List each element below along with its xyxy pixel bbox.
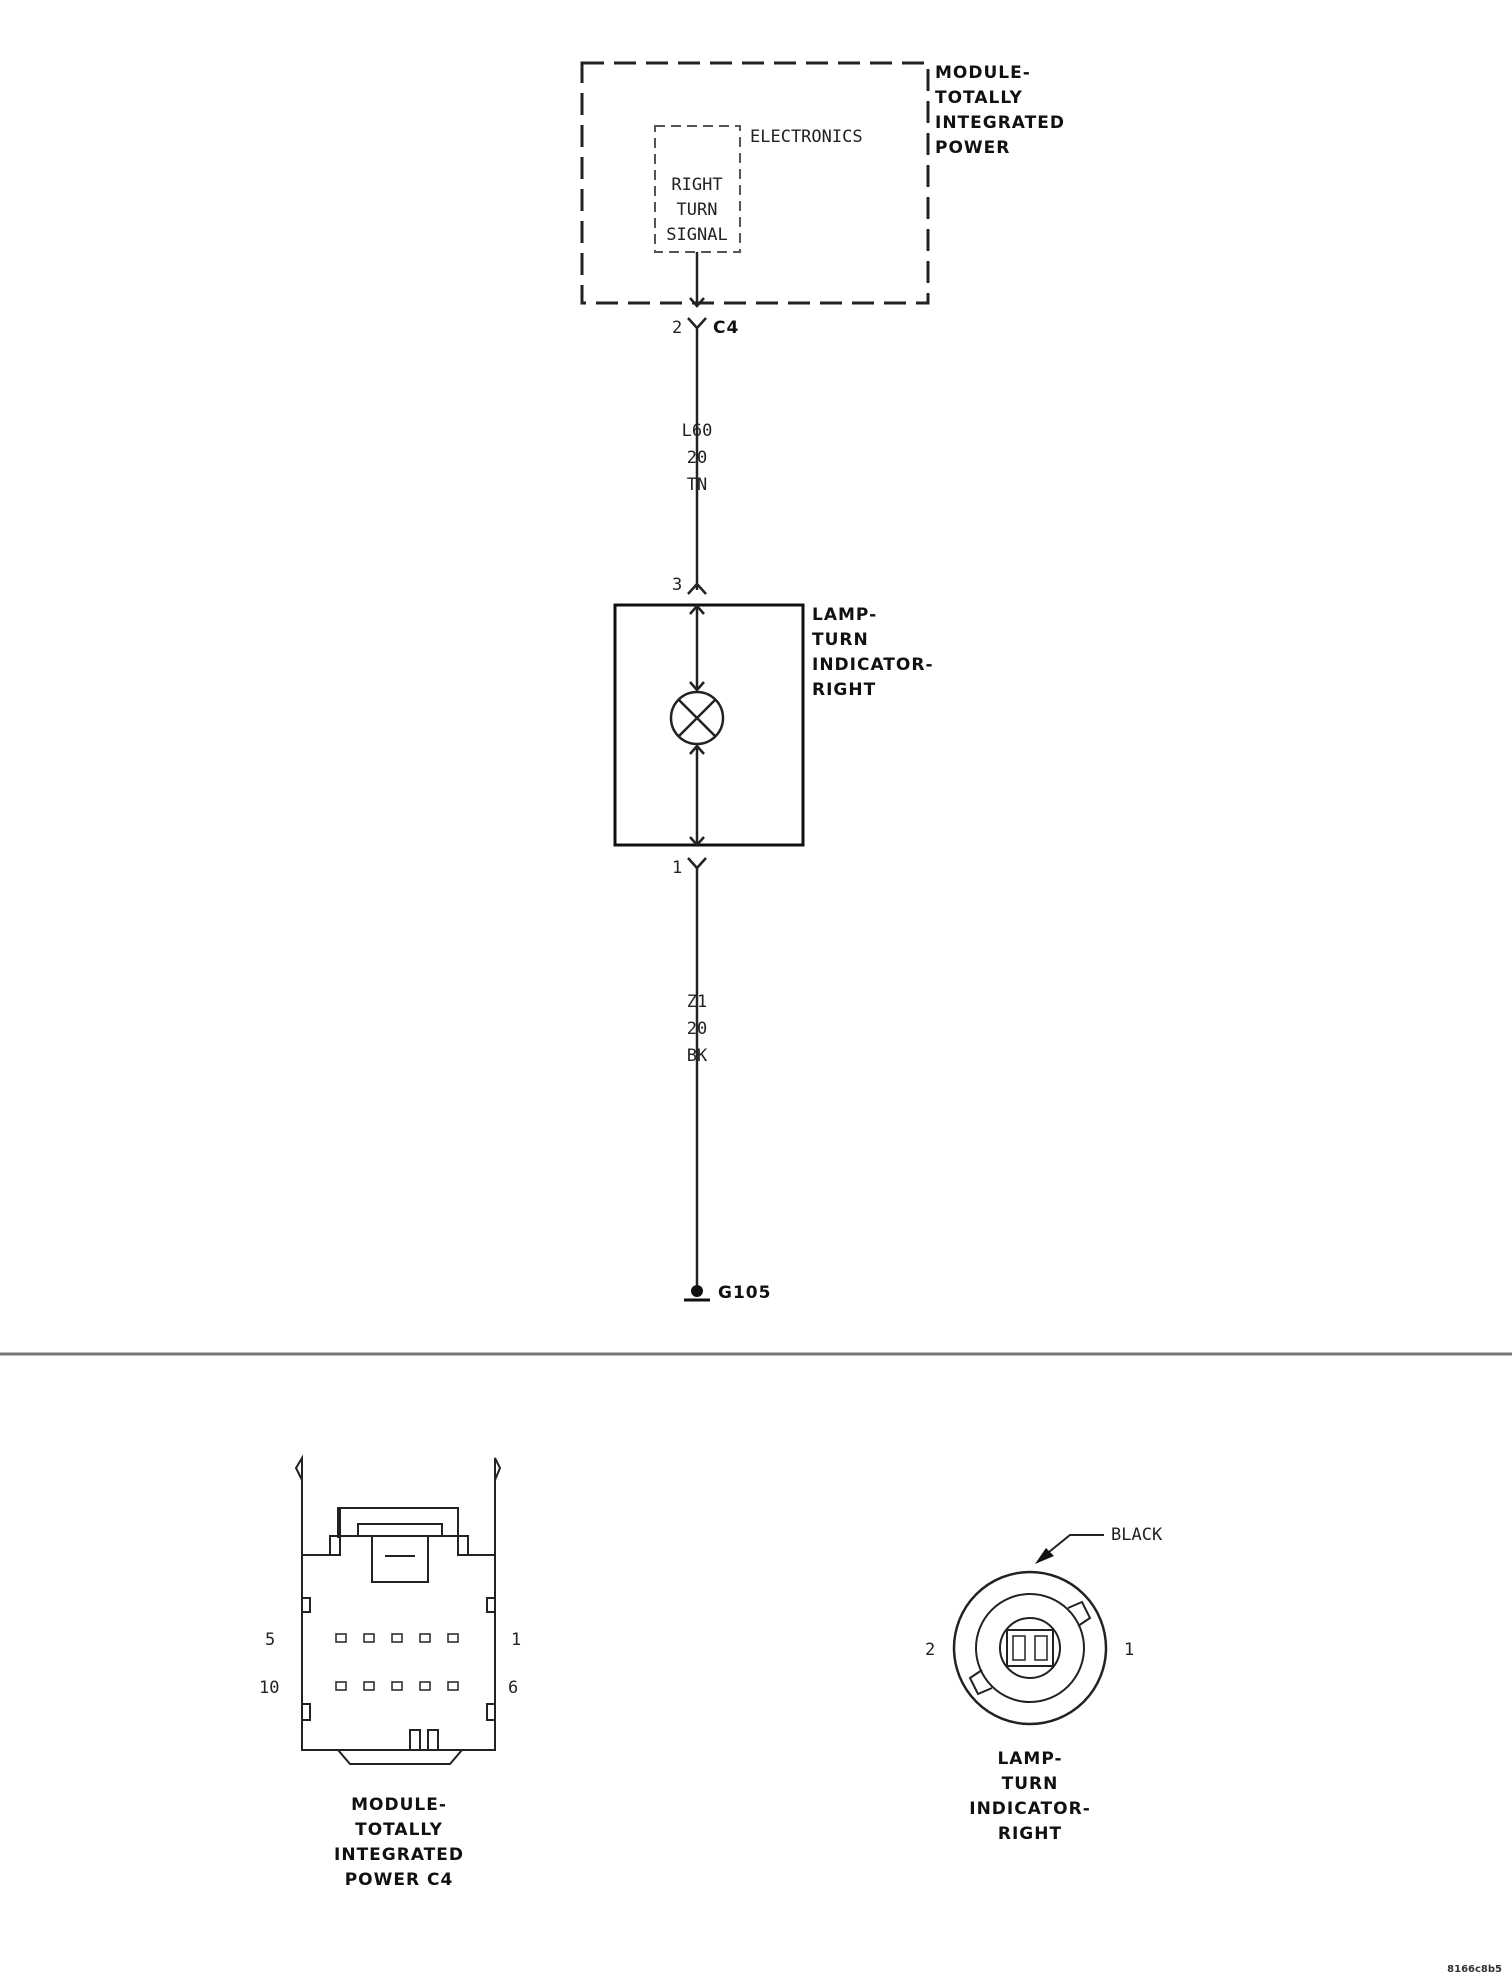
black-indicator-leader bbox=[1048, 1534, 1104, 1553]
lamp-connector-inner-ring bbox=[975, 1593, 1085, 1703]
module-title-line-2: TOTALLY bbox=[935, 88, 1023, 108]
lamp-connector-terminal-block bbox=[1006, 1629, 1054, 1667]
c4-view-caption-line-3: INTEGRATED bbox=[334, 1845, 464, 1865]
connector-side-notches bbox=[302, 1597, 495, 1721]
lamp-view-pin-1: 1 bbox=[1124, 1640, 1134, 1660]
lamp-title-line-3: INDICATOR- bbox=[812, 655, 934, 675]
module-title-line-1: MODULE- bbox=[935, 63, 1031, 83]
lamp-block: 3 LAMP- TURN INDICATOR- RIGHT bbox=[613, 575, 934, 847]
wire-l60-circuit: L60 bbox=[682, 421, 713, 441]
lamp-top-inner-arrow bbox=[689, 681, 705, 692]
module-c4-connector-view bbox=[294, 1454, 502, 1765]
lamp-view-caption-line-3: INDICATOR- bbox=[969, 1799, 1091, 1819]
c4-view-pin-6: 6 bbox=[508, 1678, 518, 1698]
lamp-view-pin-2: 2 bbox=[925, 1640, 935, 1660]
c4-pin-number: 2 bbox=[672, 318, 682, 338]
module-title-line-4: POWER bbox=[935, 138, 1010, 158]
lamp-view-caption-line-2: TURN bbox=[1002, 1774, 1059, 1794]
lamp-title-line-4: RIGHT bbox=[812, 680, 876, 700]
connector-cavities-row-2 bbox=[335, 1681, 459, 1691]
module-title-line-3: INTEGRATED bbox=[935, 113, 1065, 133]
c4-view-caption-line-4: POWER C4 bbox=[345, 1870, 454, 1890]
lamp-connector-color-label: BLACK bbox=[1111, 1525, 1163, 1545]
wire-z1-color: BK bbox=[687, 1046, 708, 1066]
signal-line-1: RIGHT bbox=[671, 175, 722, 195]
c4-connector-symbol bbox=[687, 317, 707, 330]
electronics-label: ELECTRONICS bbox=[750, 127, 863, 147]
c4-view-pin-1: 1 bbox=[511, 1630, 521, 1650]
lamp-title-line-1: LAMP- bbox=[812, 605, 877, 625]
signal-line-2: TURN bbox=[677, 200, 718, 220]
module-output-arrow bbox=[689, 297, 705, 308]
lamp-terminal-left bbox=[1012, 1635, 1026, 1661]
connector-latch-slot bbox=[357, 1523, 443, 1537]
c4-view-pin-10: 10 bbox=[259, 1678, 279, 1698]
connector-bottom-key bbox=[337, 1729, 463, 1765]
signal-line-3: SIGNAL bbox=[666, 225, 727, 245]
c4-connector-name: C4 bbox=[713, 318, 739, 338]
module-block: MODULE- TOTALLY INTEGRATED POWER ELECTRO… bbox=[580, 61, 1065, 305]
lamp-connector-outer-ring bbox=[952, 1570, 1108, 1726]
wire-l60-color: TN bbox=[687, 475, 707, 495]
lamp-bulb-x-2 bbox=[678, 699, 716, 737]
electronics-dashed-outline bbox=[654, 125, 741, 253]
lamp-pin3-connector bbox=[687, 582, 707, 595]
ground-symbol-icon bbox=[684, 1285, 710, 1302]
wire-l60-gauge: 20 bbox=[687, 448, 707, 468]
lamp-view-caption-line-1: LAMP- bbox=[997, 1749, 1062, 1769]
lamp-title-line-2: TURN bbox=[812, 630, 869, 650]
figure-id: 8166c8b5 bbox=[1447, 1964, 1502, 1975]
ground-name: G105 bbox=[718, 1283, 771, 1303]
lamp-pin-top-number: 3 bbox=[672, 575, 682, 595]
lamp-view-caption-line-4: RIGHT bbox=[998, 1824, 1062, 1844]
wire-z1-circuit: Z1 bbox=[687, 992, 707, 1012]
lamp-connector-tab-left bbox=[968, 1669, 993, 1696]
lamp-connector-tab-right bbox=[1067, 1600, 1092, 1627]
connector-cavities-row-1 bbox=[335, 1633, 459, 1643]
c4-view-caption-line-2: TOTALLY bbox=[355, 1820, 443, 1840]
lamp-pin1-connector bbox=[687, 857, 707, 870]
wire-z1-gauge: 20 bbox=[687, 1019, 707, 1039]
connector-body-outline bbox=[294, 1454, 502, 1751]
lamp-housing bbox=[613, 603, 805, 847]
c4-view-pin-5: 5 bbox=[265, 1630, 275, 1650]
lamp-connector-socket bbox=[999, 1617, 1061, 1679]
module-dashed-outline bbox=[580, 61, 930, 305]
c4-view-caption-line-1: MODULE- bbox=[351, 1795, 447, 1815]
lamp-terminal-right bbox=[1034, 1635, 1048, 1661]
lamp-connector-view bbox=[952, 1570, 1108, 1726]
lamp-bottom-arrow bbox=[689, 836, 705, 847]
lamp-pin-bottom-number: 1 bbox=[672, 858, 682, 878]
connector-latch bbox=[329, 1508, 469, 1583]
